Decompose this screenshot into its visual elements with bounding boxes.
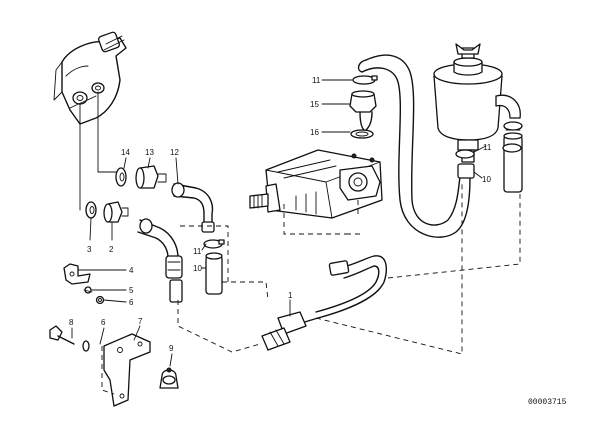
return-hose-left	[137, 218, 183, 303]
sealing-ring-14	[115, 167, 127, 187]
steering-gear-housing	[53, 31, 127, 125]
callout-7: 7	[138, 317, 143, 326]
leader-gear-to-hose	[97, 91, 123, 173]
hose-clamp-11-top	[352, 75, 378, 85]
hose-clamp-9	[159, 367, 179, 389]
holder-7	[103, 333, 151, 407]
washer-6b	[82, 340, 90, 352]
callout-11-top: 11	[312, 76, 321, 85]
hollow-bolt-13	[135, 165, 167, 189]
document-number: 00003715	[528, 398, 567, 407]
union-15	[349, 90, 377, 113]
callout-3: 3	[87, 245, 92, 254]
hose-segment-10-mid	[457, 163, 475, 179]
bolt-8	[49, 325, 75, 345]
hose-clamp-11-right	[455, 143, 522, 159]
callout-2: 2	[109, 245, 114, 254]
hollow-bolt-2	[103, 201, 129, 223]
bracket-4	[63, 263, 91, 285]
callout-1: 1	[288, 291, 293, 300]
callout-6-bottom: 6	[101, 318, 106, 327]
hose-segment-10-mid-left	[205, 252, 223, 295]
assembly-lines	[101, 184, 521, 395]
callout-16: 16	[310, 128, 319, 137]
callout-9: 9	[169, 344, 174, 353]
callout-4: 4	[129, 266, 134, 275]
callout-15: 15	[310, 100, 319, 109]
power-steering-pump	[249, 149, 383, 219]
fluid-reservoir	[433, 43, 521, 163]
hose-clamp-11-mid	[203, 239, 225, 249]
return-hose-10-right	[503, 121, 523, 193]
pressure-line-1	[261, 255, 387, 351]
callout-8-left: 8	[69, 318, 74, 327]
leader-lines	[71, 79, 487, 367]
callout-10-right: 10	[482, 175, 491, 184]
nut-6	[95, 295, 105, 305]
sealing-ring-16	[350, 129, 374, 139]
callout-12: 12	[170, 148, 179, 157]
clamp-5	[83, 286, 93, 294]
callout-14: 14	[121, 148, 130, 157]
callout-5: 5	[129, 286, 134, 295]
callout-13: 13	[145, 148, 154, 157]
callout-11-mid: 11	[193, 247, 202, 256]
sealing-ring-3	[85, 201, 97, 219]
callout-6: 6	[129, 298, 134, 307]
callout-11-right: 11	[483, 143, 492, 152]
pressure-hose-12	[171, 182, 215, 233]
callout-10-mid: 10	[193, 264, 202, 273]
